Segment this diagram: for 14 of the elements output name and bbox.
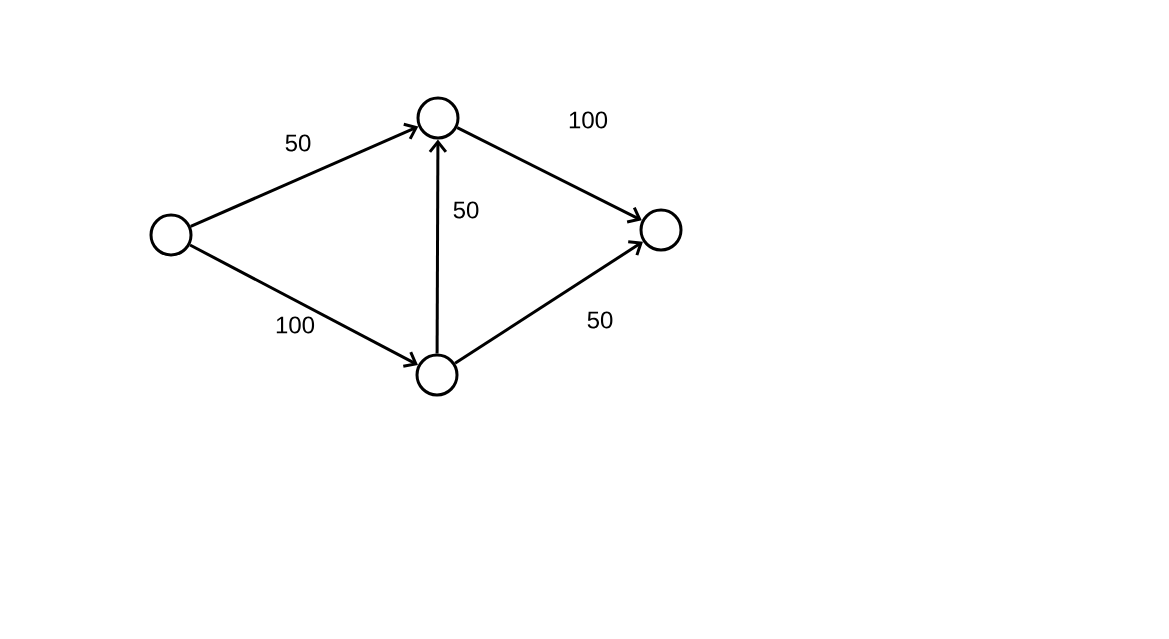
edge-label: 50 <box>587 311 613 329</box>
node-circle <box>416 96 460 140</box>
arrow <box>190 122 419 228</box>
arrow <box>456 126 642 224</box>
node-circle <box>639 208 683 252</box>
arrow <box>428 139 448 354</box>
arrow <box>189 243 418 368</box>
node-circle <box>415 353 459 397</box>
edge-label: 50 <box>453 201 479 219</box>
arrow <box>454 240 643 365</box>
edge-label: 100 <box>569 111 608 129</box>
node-circle <box>149 213 193 257</box>
edge-label: 100 <box>276 316 315 334</box>
edge-label: 50 <box>285 134 311 152</box>
